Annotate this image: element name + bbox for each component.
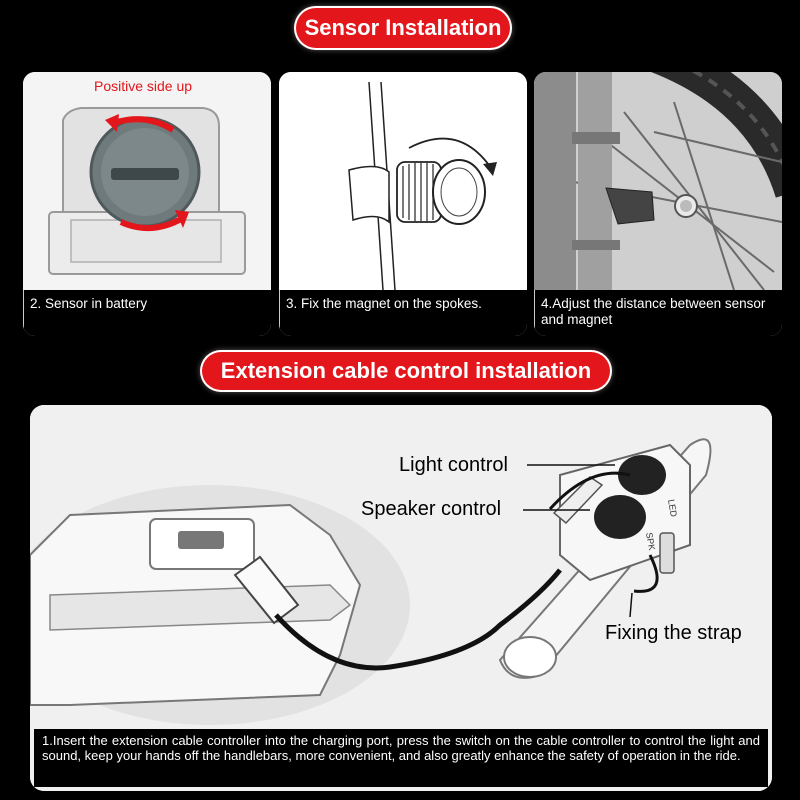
step-panel-sensor-battery: Positive side up 2. Sensor in battery: [23, 72, 271, 336]
sensor-installation-title: Sensor Installation: [294, 6, 512, 50]
magnet-illustration: [279, 72, 527, 290]
step-caption: 3. Fix the magnet on the spokes.: [279, 290, 527, 336]
light-control-label: Light control: [399, 454, 508, 476]
speaker-control-label: Speaker control: [361, 498, 502, 520]
led-text: LED: [666, 499, 679, 518]
cable-controller-illustration: LED SPK: [30, 405, 772, 791]
fixing-strap-label: Fixing the strap: [605, 622, 742, 644]
step-panel-magnet: 3. Fix the magnet on the spokes.: [279, 72, 527, 336]
wheel-photo-illustration: [534, 72, 782, 290]
cable-control-panel: LED SPK Light control Speaker control Fi…: [30, 405, 772, 791]
spk-text: SPK: [644, 532, 657, 551]
sensor-battery-illustration: [23, 72, 271, 290]
cable-installation-title: Extension cable control installation: [200, 350, 612, 392]
step-caption: 4.Adjust the distance between sensor and…: [534, 290, 782, 336]
positive-side-up-label: Positive side up: [94, 78, 193, 94]
step-caption: 2. Sensor in battery: [23, 290, 271, 336]
installation-instruction-note: 1.Insert the extension cable controller …: [34, 729, 768, 787]
step-panel-distance: 4.Adjust the distance between sensor and…: [534, 72, 782, 336]
